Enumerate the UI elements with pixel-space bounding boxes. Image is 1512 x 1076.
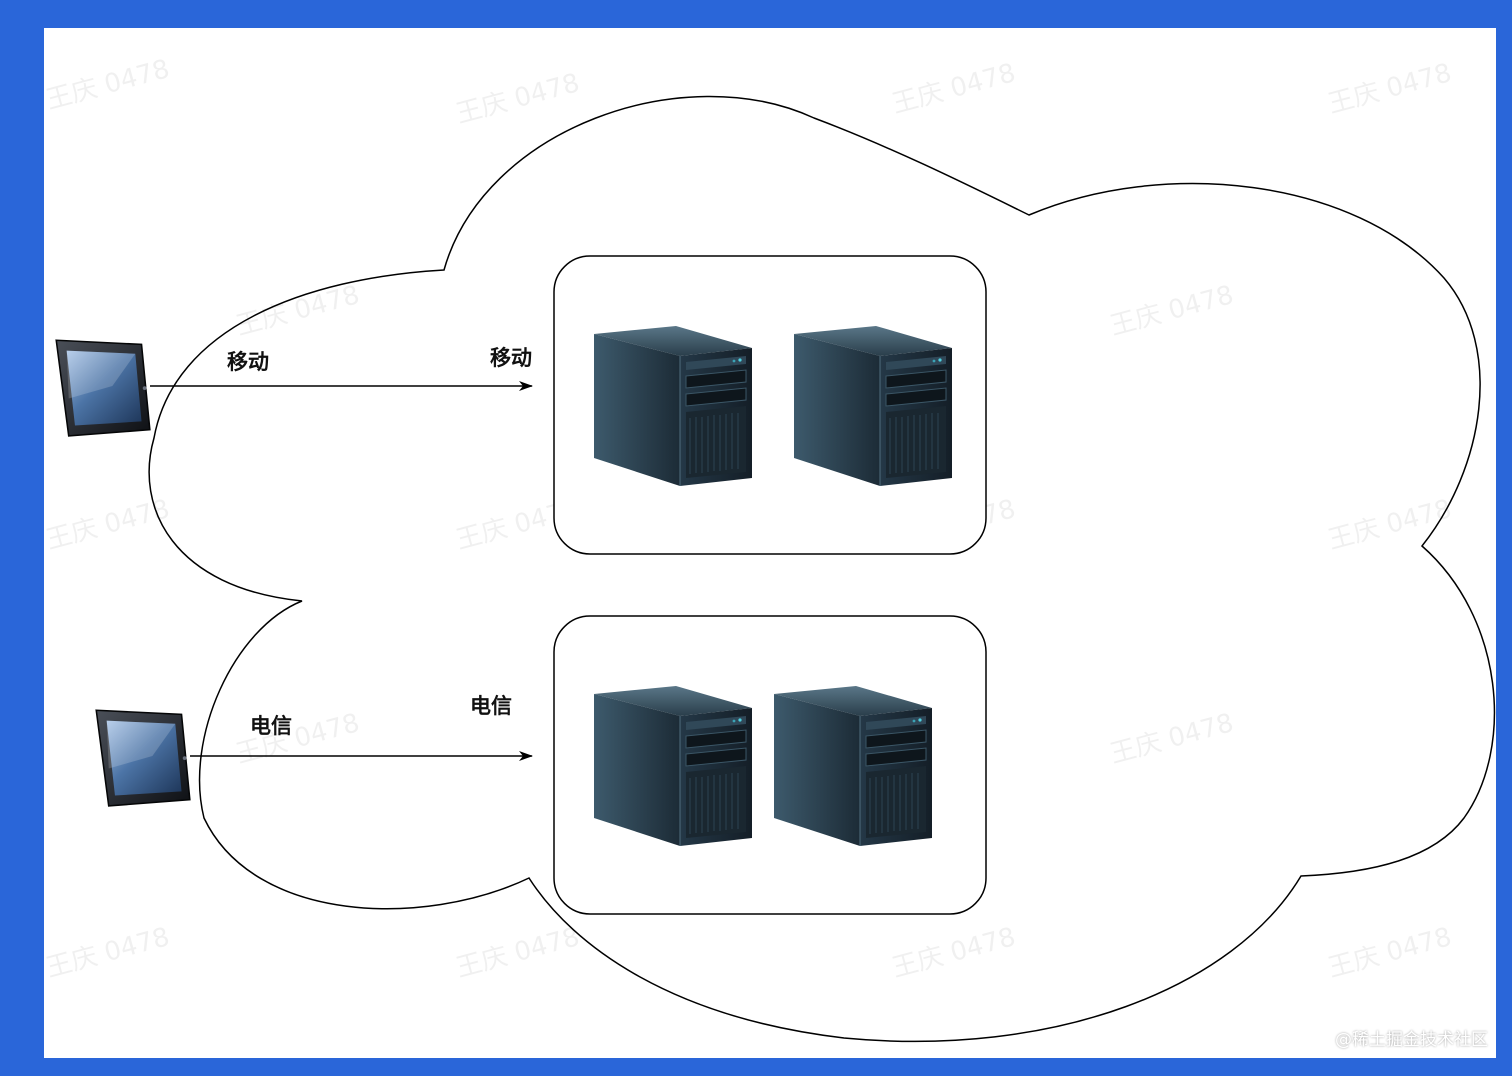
server-tower-icon [594, 686, 753, 846]
server-tower-icon [594, 326, 753, 486]
telecom-edge-label: 电信 [250, 714, 292, 738]
site-credit: @稀土掘金技术社区 [1335, 1030, 1488, 1050]
server-tower-icon [774, 686, 933, 846]
mobile-edge-label: 移动 [227, 350, 269, 374]
telecom-cluster-label: 电信 [470, 694, 512, 718]
server-tower-icon [794, 326, 953, 486]
diagram-canvas: 王庆 0478 王庆 0478 王庆 0478 王庆 0478 王庆 0478 … [44, 28, 1496, 1058]
diagram-svg [55, 95, 1496, 1043]
tablet-icon [55, 339, 151, 437]
cloud-outline [148, 95, 1496, 1043]
mobile-cluster-label: 移动 [490, 346, 532, 370]
tablet-icon [95, 709, 191, 807]
